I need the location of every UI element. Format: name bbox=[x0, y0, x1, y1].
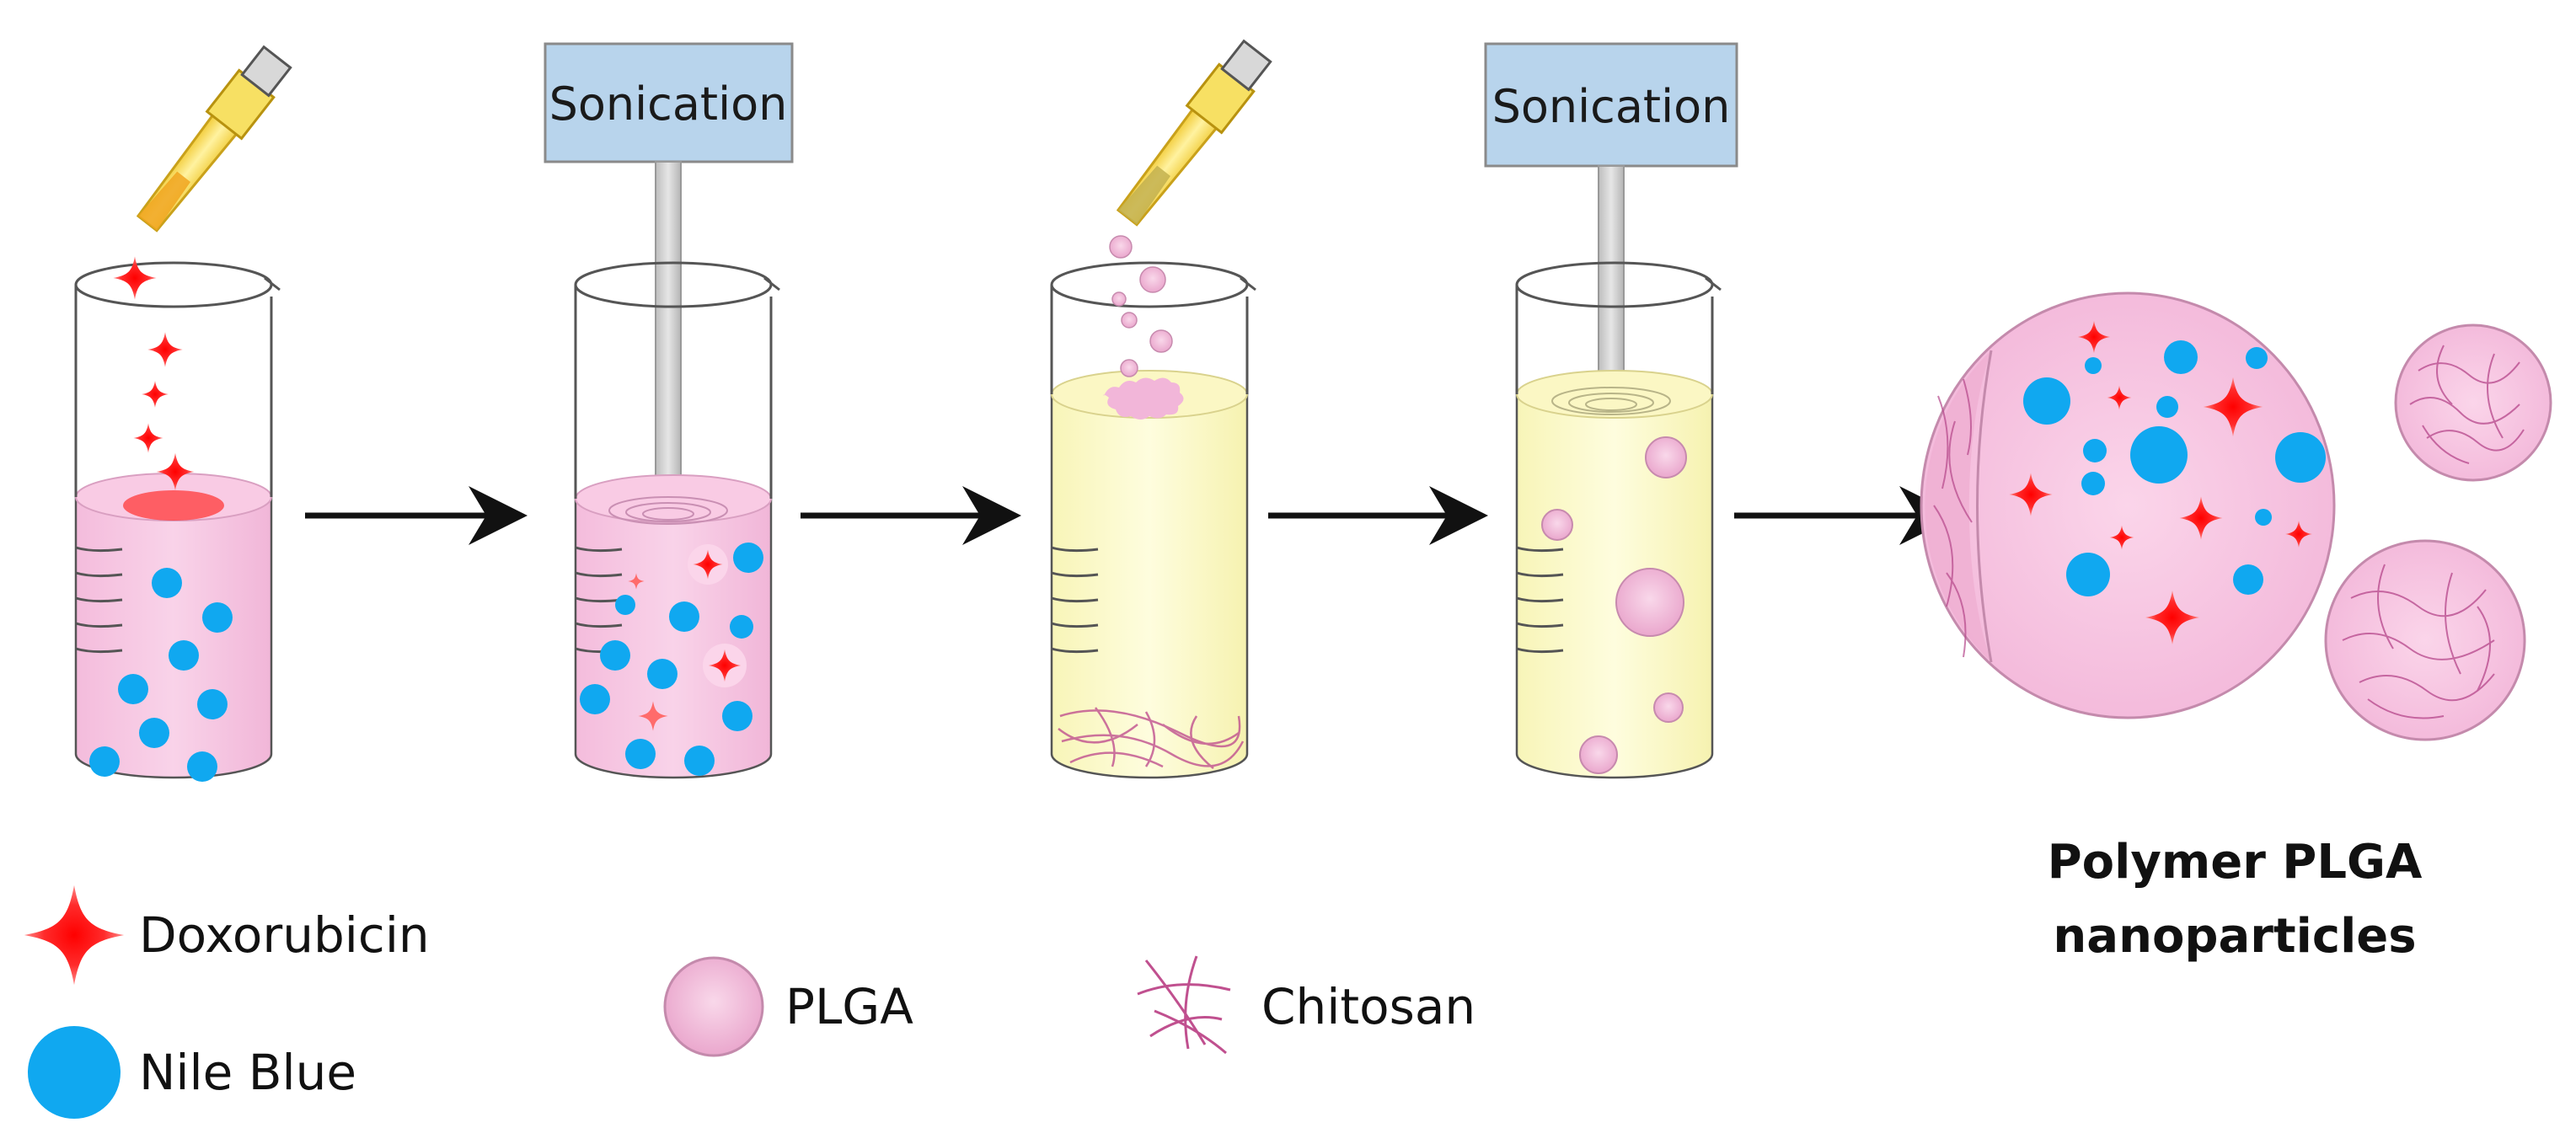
pipette-icon bbox=[136, 45, 292, 233]
doxorubicin-drops bbox=[113, 256, 195, 491]
legend: Doxorubicin Nile Blue PLGA Chitosan bbox=[24, 885, 1475, 1119]
legend-chitosan-label: Chitosan bbox=[1261, 978, 1475, 1035]
beaker-icon bbox=[1050, 261, 1256, 779]
doxorubicin-particles bbox=[628, 544, 747, 731]
legend-doxorubicin: Doxorubicin bbox=[24, 885, 430, 986]
plga-particles bbox=[1541, 436, 1687, 774]
legend-plga-label: PLGA bbox=[785, 978, 913, 1035]
step-4: Sonication bbox=[1484, 42, 1738, 779]
step-3 bbox=[1050, 39, 1272, 779]
result-title-line1: Polymer PLGA bbox=[2048, 835, 2423, 890]
sonicator-probe-icon: Sonication bbox=[1484, 42, 1738, 539]
sonication-label: Sonication bbox=[549, 78, 788, 131]
circle-icon bbox=[663, 956, 764, 1057]
beaker-icon bbox=[74, 261, 281, 779]
nanoparticle-small-bottom bbox=[2324, 539, 2526, 741]
legend-nile-blue-label: Nile Blue bbox=[139, 1044, 356, 1101]
pipette-icon bbox=[1116, 39, 1272, 227]
legend-plga: PLGA bbox=[663, 956, 913, 1057]
beaker-icon bbox=[1515, 261, 1722, 779]
legend-chitosan: Chitosan bbox=[1137, 955, 1475, 1055]
legend-nile-blue: Nile Blue bbox=[28, 1026, 356, 1119]
nanoparticle-small-top bbox=[2394, 323, 2552, 482]
nile-blue-particles bbox=[89, 568, 233, 782]
nile-blue-particles bbox=[580, 543, 763, 776]
nile-blue-particles bbox=[2023, 340, 2326, 596]
star-icon bbox=[24, 885, 125, 986]
chitosan-fibres bbox=[1058, 707, 1245, 769]
sonication-label: Sonication bbox=[1492, 80, 1731, 133]
circle-icon bbox=[28, 1026, 120, 1119]
legend-doxorubicin-label: Doxorubicin bbox=[139, 906, 430, 964]
step-1 bbox=[74, 45, 292, 782]
plga-drops bbox=[1109, 235, 1173, 377]
nanoparticle-large bbox=[1920, 291, 2336, 719]
fibre-icon bbox=[1137, 955, 1231, 1055]
result-title-line2: nanoparticles bbox=[2053, 909, 2416, 964]
step-2: Sonication bbox=[544, 42, 794, 779]
sonicator-probe-icon: Sonication bbox=[544, 42, 794, 527]
